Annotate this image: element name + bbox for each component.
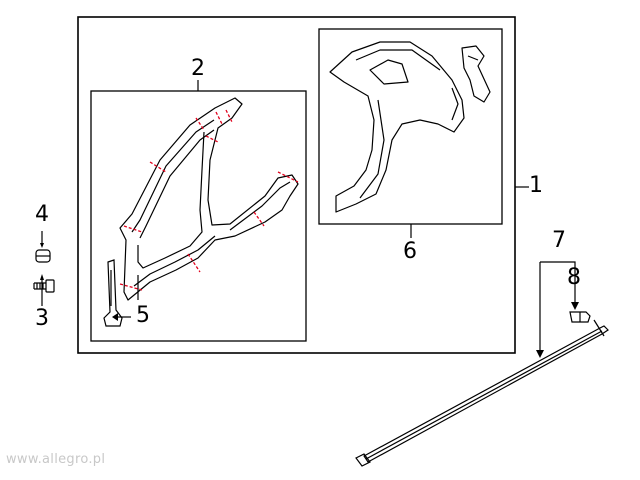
pillar-bracket-drawing — [103, 259, 123, 327]
bolt-drawing — [33, 279, 55, 293]
callout-4: 4 — [35, 202, 49, 227]
watermark: www.allegro.pl — [6, 452, 106, 467]
quarter-panel-drawing — [329, 41, 491, 213]
assembly-frame — [77, 16, 516, 354]
callout-6: 6 — [403, 239, 417, 264]
callout-8: 8 — [567, 265, 581, 290]
sill-rod-drawing — [355, 319, 609, 467]
leader-lines — [197, 80, 576, 352]
front-pillar-drawing — [119, 97, 299, 301]
nut-drawing — [35, 249, 51, 263]
leader-arrows — [40, 243, 579, 358]
pillar-cut-marks — [119, 109, 299, 291]
callout-1: 1 — [529, 173, 543, 198]
clip-drawing — [569, 311, 591, 323]
callout-2: 2 — [191, 56, 205, 81]
small-leaders — [41, 231, 131, 318]
callout-3: 3 — [35, 306, 49, 331]
callout-7: 7 — [552, 228, 566, 253]
callout-5: 5 — [136, 303, 150, 328]
